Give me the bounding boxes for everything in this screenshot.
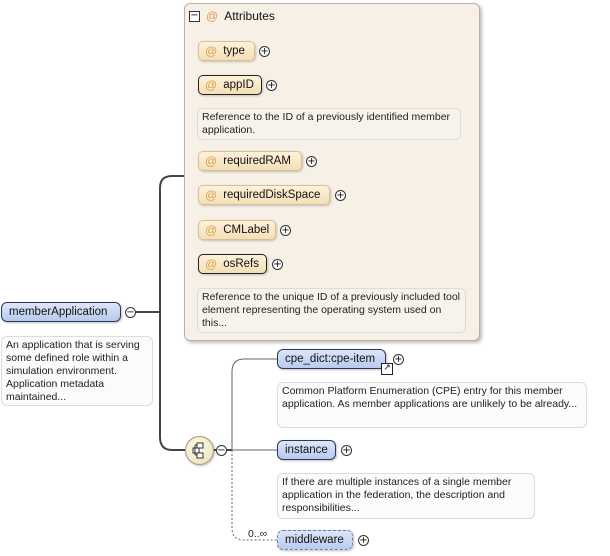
attribute-marker-icon: @ xyxy=(205,257,218,271)
expand-icon[interactable]: + xyxy=(272,259,283,270)
element-label: instance xyxy=(285,444,328,456)
attribute-label: appID xyxy=(223,79,254,91)
collapse-toggle-icon[interactable]: − xyxy=(125,307,136,318)
collapse-attributes-icon[interactable]: − xyxy=(189,9,200,22)
cpe-item-element[interactable]: cpe_dict:cpe-item xyxy=(277,349,386,369)
attribute-appid[interactable]: @ appID xyxy=(198,75,262,95)
attribute-marker-icon: @ xyxy=(205,154,218,168)
attribute-type[interactable]: @ type xyxy=(198,41,255,61)
expand-icon[interactable]: + xyxy=(335,190,346,201)
expand-icon[interactable]: + xyxy=(341,445,352,456)
attribute-label: type xyxy=(223,45,245,57)
expand-icon[interactable]: + xyxy=(306,156,317,167)
collapse-sequence-icon[interactable]: − xyxy=(216,445,227,456)
attribute-cmlabel[interactable]: @ CMLabel xyxy=(198,220,276,240)
attribute-osrefs[interactable]: @ osRefs xyxy=(198,254,267,274)
cpe-item-description: Common Platform Enumeration (CPE) entry … xyxy=(277,382,587,428)
appid-description: Reference to the ID of a previously iden… xyxy=(197,108,461,140)
attribute-marker-icon: @ xyxy=(205,78,218,92)
expand-icon[interactable]: + xyxy=(259,46,270,57)
instance-description: If there are multiple instances of a sin… xyxy=(277,473,535,519)
attribute-marker-icon: @ xyxy=(206,9,219,23)
member-application-element[interactable]: memberApplication xyxy=(1,302,121,322)
element-label: memberApplication xyxy=(9,306,108,318)
attributes-header[interactable]: − @ Attributes xyxy=(189,9,275,23)
element-label: middleware xyxy=(285,534,344,546)
attribute-marker-icon: @ xyxy=(205,188,218,202)
attribute-requiredram[interactable]: @ requiredRAM xyxy=(198,151,302,171)
attribute-requireddiskspace[interactable]: @ requiredDiskSpace xyxy=(198,185,330,205)
osrefs-description: Reference to the unique ID of a previous… xyxy=(197,288,466,333)
expand-icon[interactable]: + xyxy=(358,535,369,546)
attribute-marker-icon: @ xyxy=(205,44,218,58)
attribute-label: CMLabel xyxy=(223,224,270,236)
element-label: cpe_dict:cpe-item xyxy=(285,353,376,365)
attributes-title: Attributes xyxy=(224,9,275,23)
instance-element[interactable]: instance xyxy=(277,440,336,460)
attribute-label: requiredRAM xyxy=(223,155,291,167)
attribute-label: osRefs xyxy=(223,258,259,270)
attributes-panel: − @ Attributes @ type + @ appID + Refere… xyxy=(184,3,480,341)
attribute-label: requiredDiskSpace xyxy=(223,189,321,201)
middleware-element[interactable]: middleware xyxy=(277,530,353,550)
member-application-description: An application that is serving some defi… xyxy=(1,336,153,406)
attribute-marker-icon: @ xyxy=(205,223,218,237)
middleware-multiplicity: 0..∞ xyxy=(248,528,268,540)
expand-icon[interactable]: + xyxy=(280,225,291,236)
expand-icon[interactable]: + xyxy=(266,80,277,91)
expand-icon[interactable]: + xyxy=(393,354,404,365)
sequence-icon xyxy=(192,442,204,459)
sequence-compositor[interactable] xyxy=(185,436,214,465)
reference-arrow-icon: ↗ xyxy=(381,363,393,375)
